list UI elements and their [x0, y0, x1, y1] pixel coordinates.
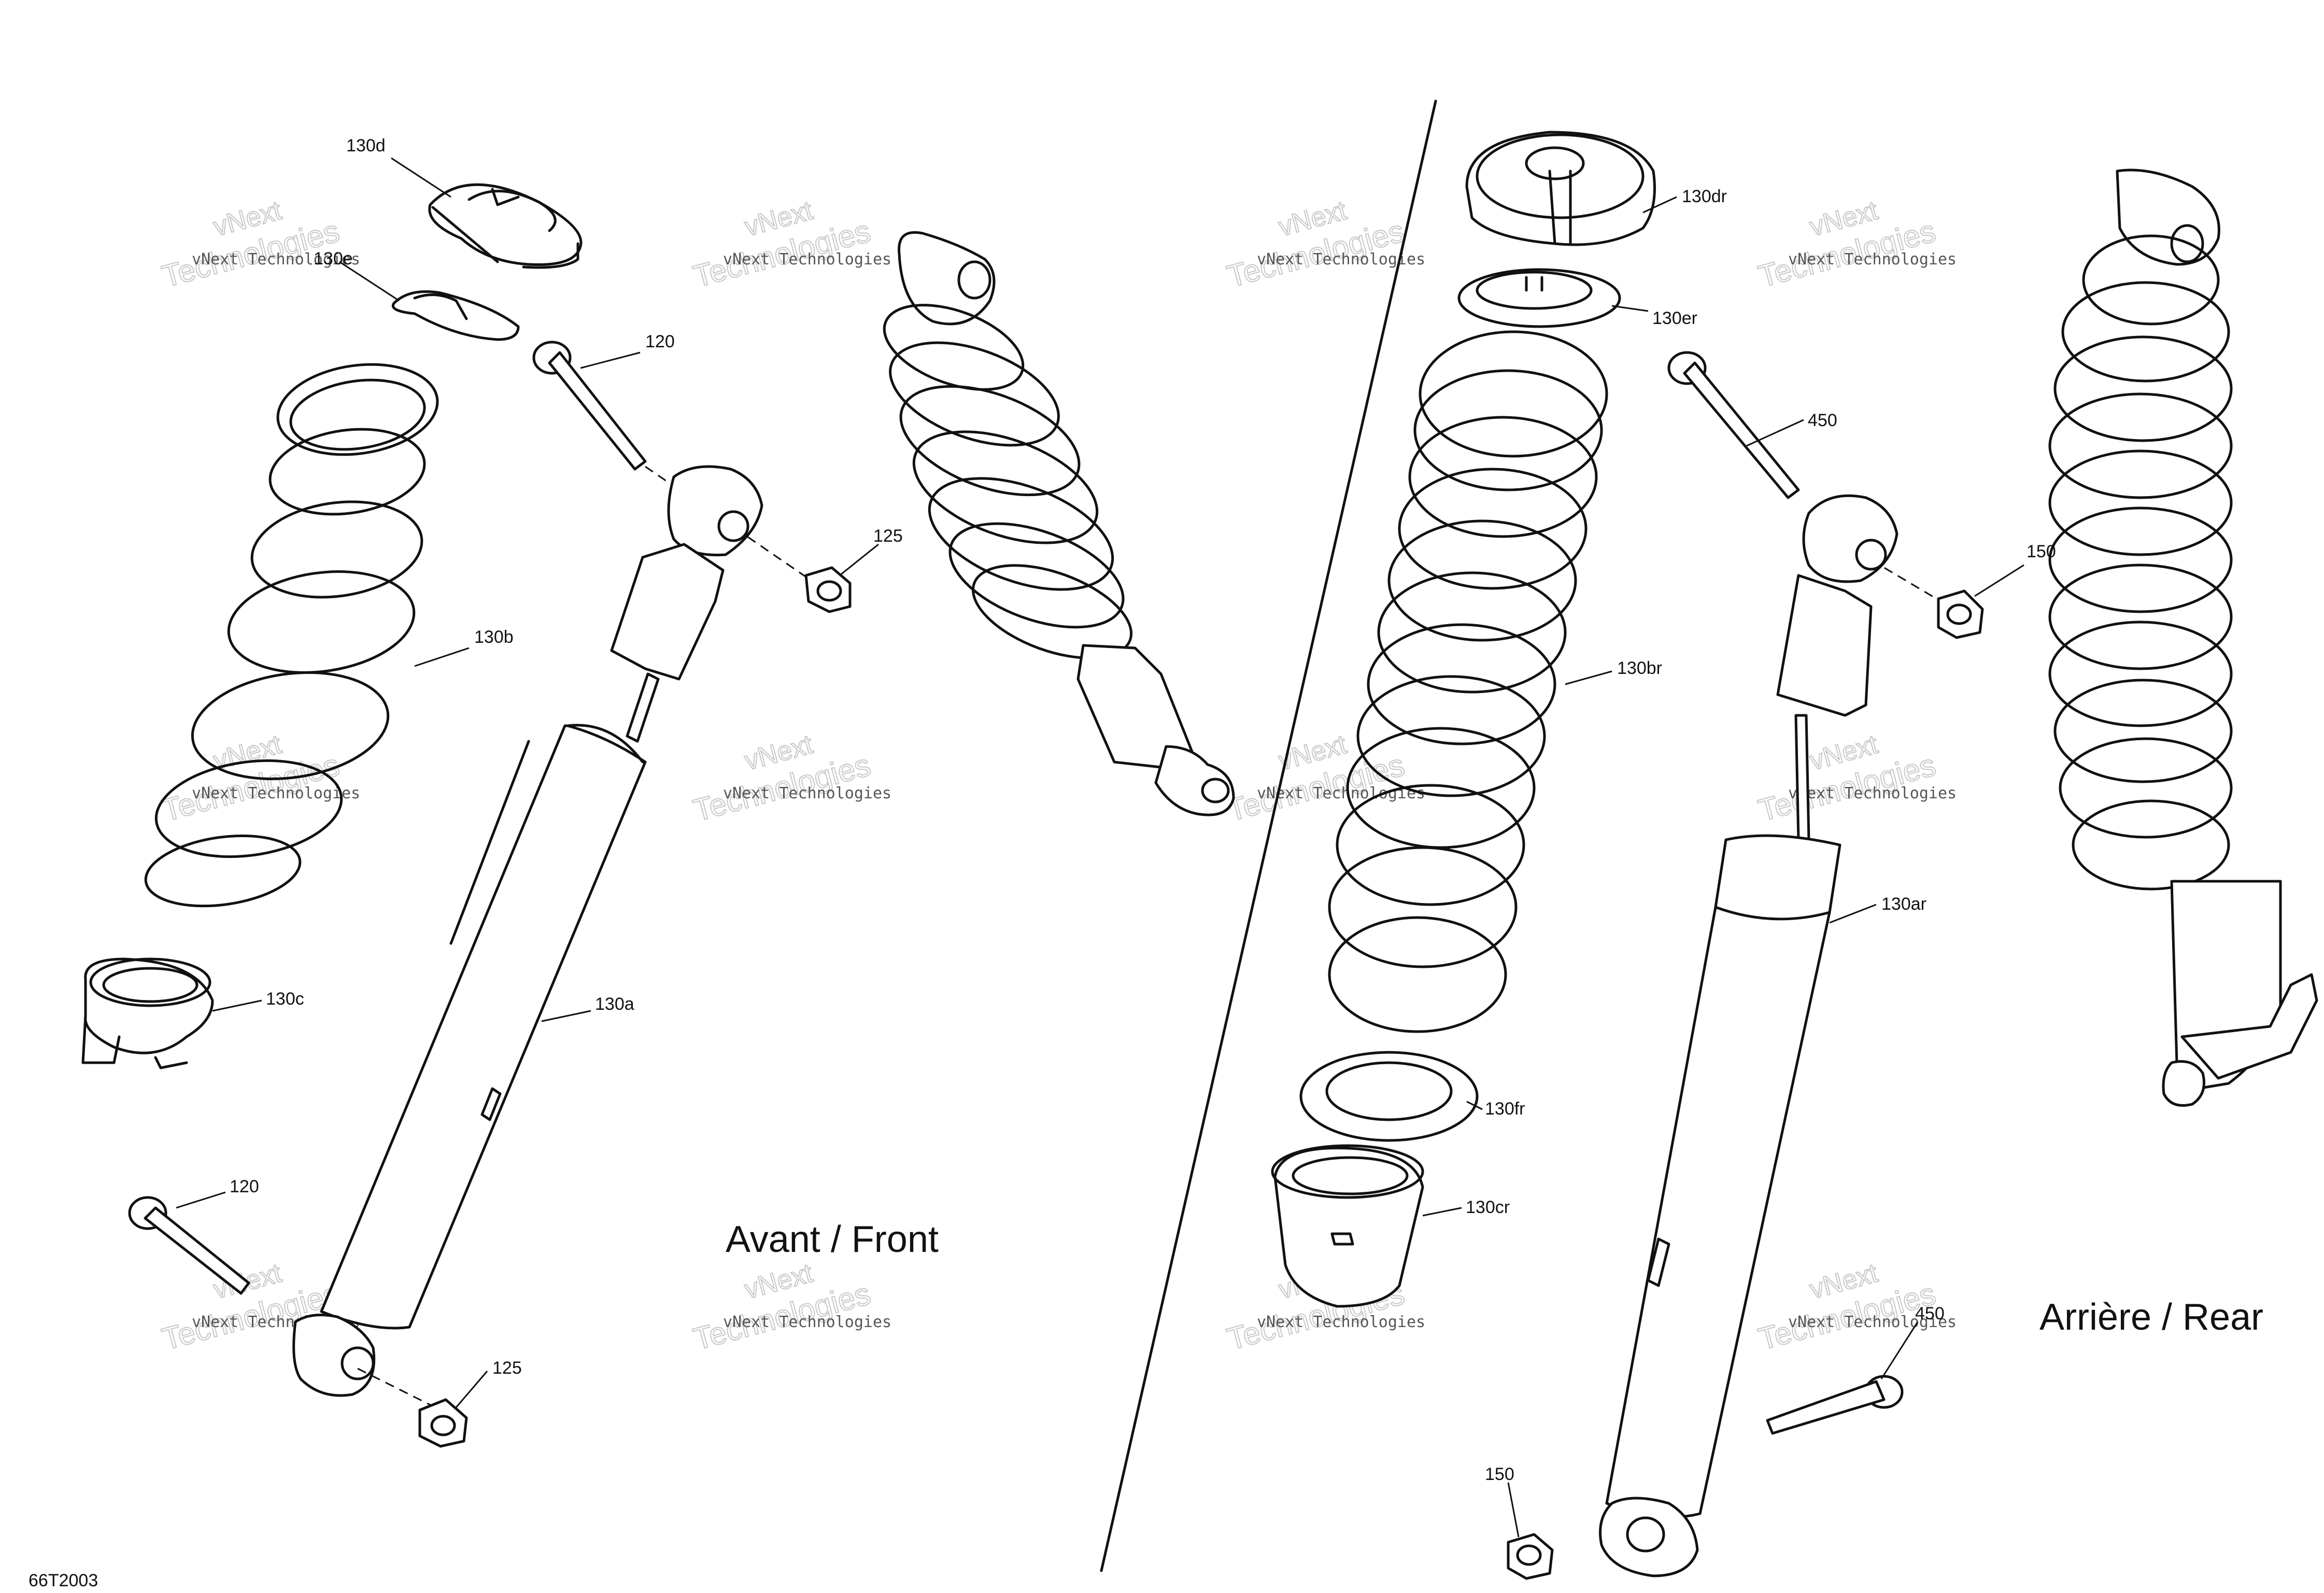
label-130cr: 130cr [1466, 1197, 1510, 1217]
part-labels: 130d 130e 120 125 130b 130c 130a 120 125… [230, 136, 2056, 1484]
panel-divider [1100, 100, 1437, 1572]
front-nut-top-part [804, 566, 852, 613]
rear-bolt-top-part [1667, 351, 1800, 499]
svg-text:vNext Technologies: vNext Technologies [1788, 784, 1957, 802]
front-assembled-shock-part [883, 231, 1235, 816]
watermark: vNext Technologies vNext Technologies [689, 195, 891, 294]
front-nut-bottom-part [418, 1398, 468, 1448]
front-spring-seat-top-part [428, 183, 583, 269]
label-130er: 130er [1652, 308, 1697, 328]
svg-text:vNext Technologies: vNext Technologies [723, 250, 891, 269]
label-450-top: 450 [1808, 411, 1837, 430]
label-125-bottom: 125 [492, 1358, 522, 1378]
front-spring-seat-lower-part [81, 957, 214, 1069]
label-130fr: 130fr [1485, 1099, 1525, 1119]
rear-spring-seat-ring-part [1299, 1051, 1479, 1142]
watermark: vNext Technologies vNext Technologies [158, 195, 360, 294]
rear-nut-top-part [1937, 589, 1984, 639]
front-spring-seat-upper-part [391, 290, 520, 341]
label-125-top: 125 [873, 526, 903, 546]
rear-spring-part [1328, 330, 1608, 1033]
rear-spring-seat-top-part [1465, 131, 1656, 246]
watermark: vNext Technologies vNext Technologies [1754, 729, 1957, 828]
label-130br: 130br [1617, 658, 1662, 678]
watermark: vNext Technologies vNext Technologies [689, 1258, 891, 1357]
front-panel-title: Avant / Front [726, 1219, 939, 1260]
rear-shock-part [1599, 494, 1898, 1577]
svg-text:vNext Technologies: vNext Technologies [192, 250, 360, 269]
label-150-bottom: 150 [1485, 1464, 1514, 1484]
svg-text:vNext Technologies: vNext Technologies [723, 784, 891, 802]
front-spring-part [144, 363, 439, 908]
watermark: vNext Technologies vNext Technologies [1754, 195, 1957, 294]
rear-assembled-shock-part [2048, 168, 2318, 1107]
label-130b: 130b [474, 627, 514, 647]
svg-text:vNext Technologies: vNext Technologies [1788, 250, 1957, 269]
front-bolt-top-part [532, 341, 647, 471]
label-130e: 130e [314, 249, 353, 269]
label-130a: 130a [595, 994, 634, 1014]
leader-lines [176, 157, 2024, 1538]
watermark: vNext Technologies vNext Technologies [689, 729, 891, 828]
rear-nut-bottom-part [1507, 1533, 1554, 1580]
label-120-bottom: 120 [230, 1177, 259, 1196]
rear-panel-title: Arrière / Rear [2039, 1296, 2263, 1338]
front-shock-part [292, 465, 763, 1397]
svg-text:vNext Technologies: vNext Technologies [723, 1313, 891, 1331]
rear-bolt-bottom-part [1766, 1375, 1904, 1435]
front-bolt-bottom-part [128, 1196, 250, 1295]
rear-spring-seat-lower-part [1271, 1144, 1424, 1308]
label-130ar: 130ar [1881, 894, 1926, 914]
svg-text:vNext Technologies: vNext Technologies [192, 784, 360, 802]
svg-text:vNext Technologies: vNext Technologies [1257, 784, 1425, 802]
label-150-top: 150 [2027, 542, 2056, 561]
label-130c: 130c [266, 989, 304, 1009]
label-120-top: 120 [645, 332, 675, 351]
svg-text:vNext Technologies: vNext Technologies [1257, 1313, 1425, 1331]
watermark: vNext Technologies vNext Technologies [1223, 729, 1425, 828]
label-130dr: 130dr [1682, 187, 1727, 206]
rear-spring-seat-upper-part [1457, 268, 1621, 328]
drawing-number: 66T2003 [29, 1571, 98, 1590]
label-130d: 130d [346, 136, 386, 156]
svg-text:vNext Technologies: vNext Technologies [1788, 1313, 1957, 1331]
label-450-bottom: 450 [1915, 1304, 1945, 1323]
